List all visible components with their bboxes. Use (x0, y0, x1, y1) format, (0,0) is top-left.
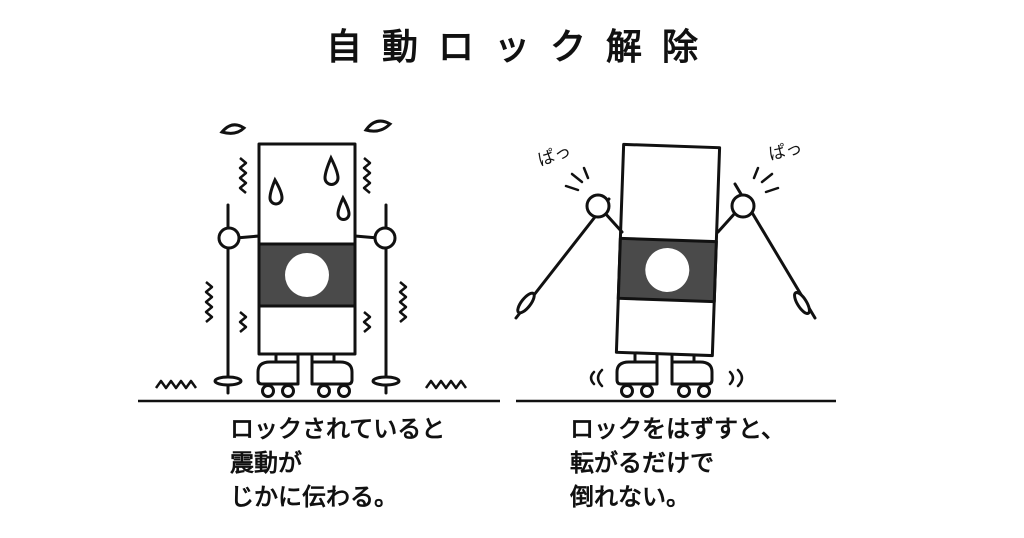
caption-line: ロックされていると (230, 415, 446, 443)
sweat-drops (219, 119, 393, 221)
sound-effect-right: ぱっ (767, 138, 804, 165)
release-burst-marks (564, 166, 780, 388)
locked-character (213, 142, 401, 398)
unlocked-character (514, 142, 817, 398)
caption-unlocked: ロックをはずすと、 転がるだけで 倒れない。 (570, 412, 785, 514)
left-skate-right (615, 348, 659, 398)
caption-line: じかに伝わる。 (230, 483, 398, 511)
vibration-marks (154, 157, 468, 390)
right-skate-right (670, 348, 714, 398)
caption-line: ロックをはずすと、 (570, 415, 786, 443)
right-skate-left (310, 348, 354, 398)
page-title: 自動ロック解除 (325, 27, 718, 68)
left-skate-left (256, 348, 300, 398)
caption-locked: ロックされていると 震動が じかに伝わる。 (230, 412, 445, 514)
sound-effect-left: ぱっ (535, 141, 574, 171)
caption-line: 転がるだけで (570, 449, 714, 477)
caption-line: 震動が (230, 449, 302, 477)
caption-line: 倒れない。 (570, 483, 690, 511)
